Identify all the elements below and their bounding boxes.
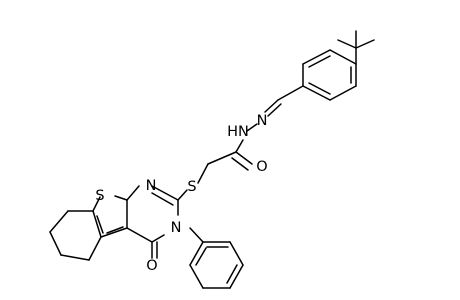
phenyl-nitrogen-label: N [171, 220, 182, 236]
carbonyl-oxygen-label: O [146, 258, 157, 274]
thiophene-sulfur-label: S [95, 188, 104, 204]
imine-nitrogen-label: N [257, 113, 268, 129]
amide-oxygen-label: O [256, 159, 267, 175]
acetamide-linker [177, 139, 253, 201]
atom-labels: S N N O S O HN N [95, 113, 267, 274]
benzylidene-ring [302, 49, 357, 101]
hydrazide-nh-label: HN [227, 124, 249, 140]
tert-butyl-group [337, 30, 375, 65]
phenyl-ring [189, 227, 244, 289]
thioether-sulfur-label: S [187, 179, 196, 195]
pyrimidine-nitrogen-label: N [146, 178, 157, 194]
pyrimidinone-ring [126, 185, 179, 259]
cyclohexene-ring [49, 210, 102, 261]
thiophene-ring [92, 195, 128, 238]
hydrazone-linker [246, 85, 304, 132]
